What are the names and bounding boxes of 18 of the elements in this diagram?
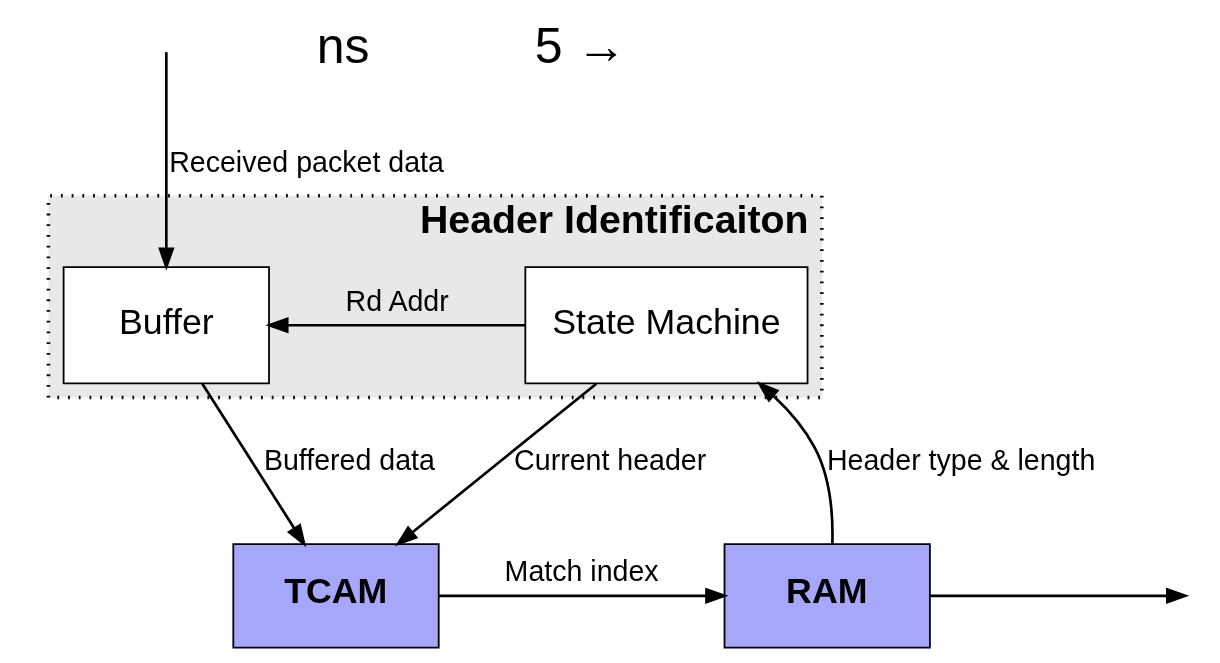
edge-label: Match index: [504, 555, 659, 588]
arrow: [756, 381, 834, 544]
edge-label: Buffered data: [263, 444, 435, 477]
label: ns: [316, 17, 370, 74]
label: 5 →: [534, 17, 627, 74]
arrow: [438, 587, 728, 604]
node-box: RAM: [723, 543, 931, 649]
node-box: State Machine: [523, 266, 808, 385]
edge-label: Header type & length: [826, 444, 1095, 477]
edge-label: Current header: [513, 444, 706, 477]
arrow: [264, 317, 525, 334]
edge-label: Rd Addr: [345, 284, 449, 317]
arrow: [200, 382, 306, 548]
arrow: [157, 52, 174, 271]
arrow: [929, 587, 1189, 604]
node-box: Buffer: [62, 266, 270, 385]
edge-label: Received packet data: [168, 146, 444, 179]
node-box: TCAM: [231, 543, 440, 649]
